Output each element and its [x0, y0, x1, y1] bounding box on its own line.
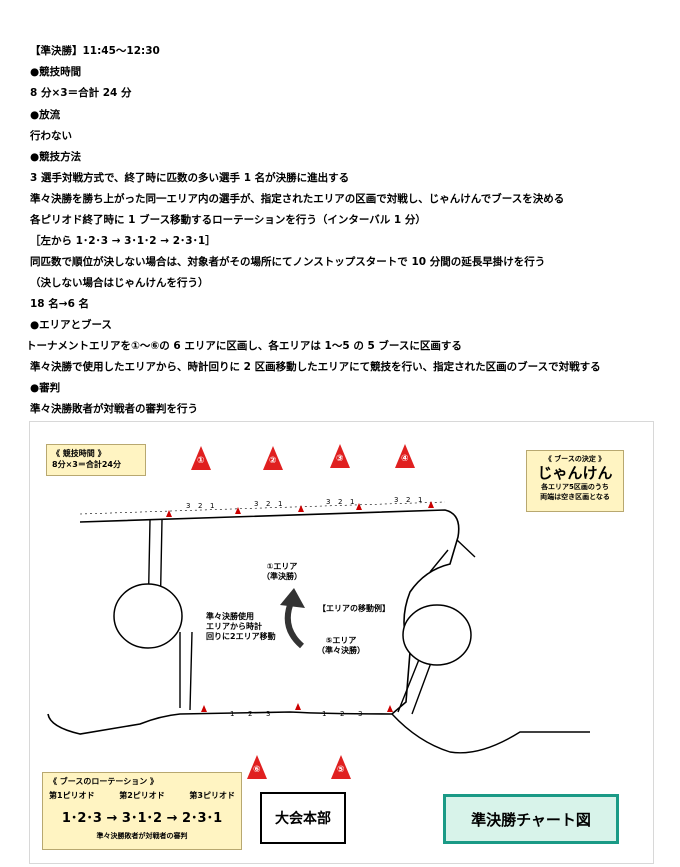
method-line-1: 3 選手対戦方式で、終了時に匹数の多い選手 1 名が決勝に進出する — [30, 172, 350, 184]
move-arrow-head — [280, 588, 305, 608]
period-3: 第3ピリオド — [189, 791, 235, 800]
booth-markers-top — [166, 501, 434, 517]
method-line-5: 同匹数で順位が決しない場合は、対象者がその場所にてノンストップスタートで 10 … — [30, 256, 546, 268]
tick-top-2b: 2 — [266, 500, 271, 508]
area1-label: ①エリア （準決勝） — [262, 562, 302, 581]
right-pond — [402, 604, 472, 666]
tick-bottom-5a: 1 — [322, 710, 327, 718]
booth-box-title: 《 ブースの決定 》 — [544, 455, 606, 463]
method-line-7: 18 名→6 名 — [30, 298, 90, 310]
left-pond — [113, 583, 183, 649]
time-box: 《 競技時間 》 8分×3＝合計24分 — [46, 444, 146, 476]
tick-top-2c: 1 — [278, 500, 283, 508]
bottom-right-bank — [391, 713, 590, 754]
heading-judge: ●審判 — [30, 382, 61, 394]
cones-top — [191, 444, 415, 470]
tick-top-4a: 3 — [394, 496, 399, 504]
tick-top-3c: 1 — [350, 498, 355, 506]
rotation-periods: 第1ピリオド 第2ピリオド 第3ピリオド — [49, 790, 235, 801]
time-box-value: 8分×3＝合計24分 — [52, 460, 121, 469]
top-bank-detail — [79, 501, 446, 515]
rotation-note: 準々決勝敗者が対戦者の審判 — [96, 832, 188, 840]
move-note: 準々決勝使用 エリアから時計 回りに2エリア移動 — [206, 612, 276, 641]
right-channel — [397, 539, 476, 715]
cone-label-3: ③ — [336, 454, 344, 464]
period-2: 第2ピリオド — [119, 791, 165, 800]
tick-top-4b: 2 — [406, 496, 411, 504]
cone-label-6: ⑥ — [253, 765, 261, 775]
method-line-2: 準々決勝を勝ち上がった同一エリア内の選手が、指定されたエリアの区画で対戦し、じゃ… — [30, 193, 565, 205]
move-example-label: 【エリアの移動例】 — [318, 604, 390, 613]
rotation-title: 《 ブースのローテーション 》 — [49, 777, 159, 786]
header-line: 【準決勝】11:45～12:30 — [30, 45, 160, 57]
tick-top-3a: 3 — [326, 498, 331, 506]
area-line-1: トーナメントエリアを①～⑥の 6 エリアに区画し、各エリアは 1～5 の 5 ブ… — [26, 340, 462, 352]
tick-top-2a: 3 — [254, 500, 259, 508]
text-time: 8 分×3＝合計 24 分 — [30, 87, 132, 99]
tick-top-3b: 2 — [338, 498, 343, 506]
diagram-canvas — [47, 444, 590, 779]
rotation-box: 《 ブースのローテーション 》 第1ピリオド 第2ピリオド 第3ピリオド 1･2… — [42, 772, 242, 850]
heading-area: ●エリアとブース — [30, 319, 112, 331]
period-1: 第1ピリオド — [49, 791, 95, 800]
cone-label-4: ④ — [401, 454, 409, 464]
heading-release: ●放流 — [30, 109, 61, 121]
time-box-title: 《 競技時間 》 — [52, 449, 106, 458]
rotation-sequence: 1･2･3 → 3･1･2 → 2･3･1 — [61, 811, 223, 826]
heading-time: ●競技時間 — [30, 66, 82, 78]
booth-box-big: じゃんけん — [537, 464, 613, 482]
pond-outline — [47, 509, 460, 735]
tick-bottom-6a: 1 — [230, 710, 235, 718]
area-line-2: 準々決勝で使用したエリアから、時計回りに 2 区画移動したエリアにて競技を行い、… — [30, 361, 601, 373]
area5-label: ⑤エリア （準々決勝） — [317, 636, 365, 655]
left-channel — [147, 519, 193, 711]
cone-label-1: ① — [197, 456, 205, 466]
cones-bottom — [247, 755, 351, 779]
chart-title-box: 準決勝チャート図 — [443, 794, 619, 844]
method-line-4: ［左から 1･2･3 → 3･1･2 → 2･3･1］ — [30, 235, 216, 247]
tick-bottom-5b: 2 — [340, 710, 345, 718]
booth-box-note2: 両端は空き区画となる — [540, 493, 610, 501]
method-line-6: （決しない場合はじゃんけんを行う） — [30, 277, 209, 289]
tick-top-1b: 2 — [198, 502, 203, 510]
booth-decision-box: 《 ブースの決定 》 じゃんけん 各エリア5区画のうち 両端は空き区画となる — [526, 450, 624, 512]
text-judge: 準々決勝敗者が対戦者の審判を行う — [30, 403, 198, 415]
booth-box-note1: 各エリア5区画のうち — [541, 483, 609, 491]
tick-top-1a: 3 — [186, 502, 191, 510]
tick-bottom-6b: 2 — [248, 710, 253, 718]
method-line-3: 各ピリオド終了時に 1 ブース移動するローテーションを行う（インターバル 1 分… — [30, 214, 426, 226]
tick-top-1c: 1 — [210, 502, 215, 510]
cone-label-5: ⑤ — [337, 765, 345, 775]
tick-bottom-5c: 3 — [358, 710, 363, 718]
hq-box: 大会本部 — [260, 792, 346, 844]
chart-diagram: ① ② ③ ④ ⑥ ⑤ 3 2 1 3 2 1 3 2 1 3 2 1 1 2 … — [29, 421, 654, 864]
booth-markers-bottom — [201, 703, 393, 712]
tick-bottom-6c: 3 — [266, 710, 271, 718]
text-release: 行わない — [30, 130, 72, 142]
tick-top-4c: 1 — [418, 496, 423, 504]
heading-method: ●競技方法 — [30, 151, 82, 163]
cone-label-2: ② — [269, 456, 277, 466]
